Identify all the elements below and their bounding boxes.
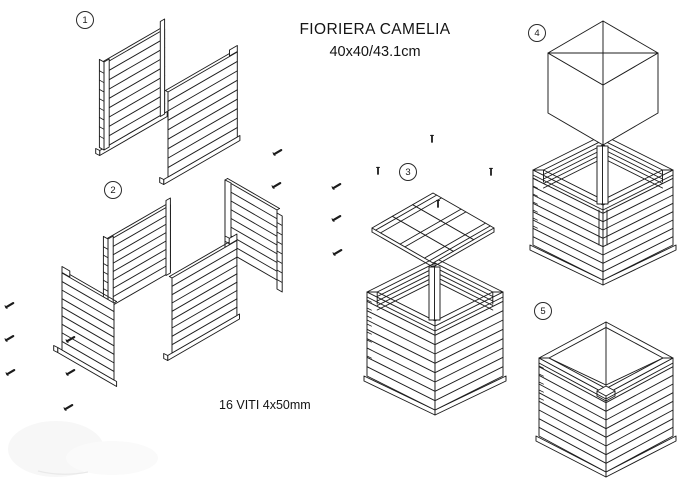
step-1-badge: 1 xyxy=(76,11,94,29)
page-title: FIORIERA CAMELIA xyxy=(299,21,451,38)
screw-icon xyxy=(4,335,15,342)
screw-icon xyxy=(376,166,380,175)
step-1-drawing xyxy=(95,18,241,185)
screw-icon xyxy=(271,182,282,189)
step-3-badge: 3 xyxy=(399,163,417,181)
step-3-number: 3 xyxy=(405,166,411,178)
step-2-drawing xyxy=(53,178,283,387)
screw-icon xyxy=(65,336,76,343)
page-subtitle: 40x40/43.1cm xyxy=(329,44,421,60)
step-5-number: 5 xyxy=(540,305,546,317)
step-2-number: 2 xyxy=(110,184,116,196)
screw-icon xyxy=(5,369,16,376)
screw-icon xyxy=(430,134,434,143)
hardware-note: 16 VITI 4x50mm xyxy=(219,398,311,412)
screw-icon xyxy=(63,404,74,411)
step-4-number: 4 xyxy=(534,27,540,39)
step-5-drawing xyxy=(535,321,677,478)
screw-icon xyxy=(331,215,342,222)
screw-icon xyxy=(489,167,493,176)
screw-icon xyxy=(272,149,283,156)
screw-icon xyxy=(436,199,440,208)
step-2-badge: 2 xyxy=(104,181,122,199)
screw-icon xyxy=(65,369,76,376)
screw-icon xyxy=(331,183,342,190)
watermark-smudge xyxy=(8,421,158,477)
screws-layer xyxy=(4,134,493,411)
screw-icon xyxy=(4,302,15,309)
step-1-number: 1 xyxy=(82,14,88,26)
step-5-badge: 5 xyxy=(534,302,552,320)
screw-icon xyxy=(332,249,343,256)
step-4-drawing xyxy=(529,20,677,286)
step-3-drawing xyxy=(363,192,507,416)
step-4-badge: 4 xyxy=(528,24,546,42)
